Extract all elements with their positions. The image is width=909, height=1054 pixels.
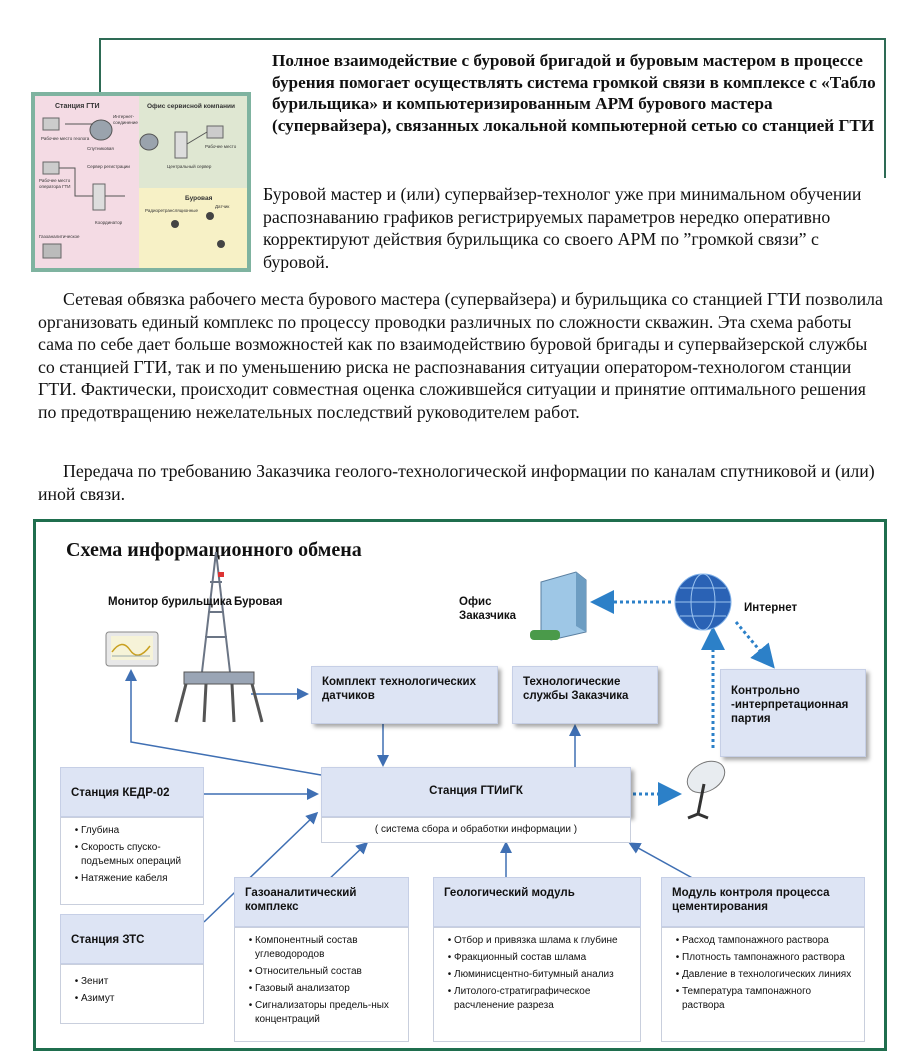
svg-text:Координатор: Координатор (95, 220, 123, 225)
diagram-title: Схема информационного обмена (66, 539, 362, 561)
monitor-icon (105, 631, 159, 667)
internet-label: Интернет (744, 602, 798, 614)
list-item: Люминисцентно-битумный анализ (454, 968, 632, 982)
office-building-icon (530, 571, 587, 641)
gas-complex-items: Компонентный состав углеводородов Относи… (234, 927, 409, 1042)
svg-text:соединение: соединение (113, 120, 138, 125)
zts-parameters: Зенит Азимут (60, 964, 204, 1024)
list-item: Азимут (81, 992, 195, 1006)
monitor-label: Монитор бурильщика (108, 596, 232, 608)
station-gti-subtitle: ( система сбора и обработки информации ) (321, 817, 631, 843)
info-exchange-diagram: Схема информационного обмена (33, 519, 887, 1051)
station-gti-box: Станция ГТИиГК (321, 767, 631, 817)
kedr-parameters: Глубина Скорость спуско-подъемных операц… (60, 817, 204, 905)
list-item: Скорость спуско-подъемных операций (81, 841, 195, 869)
intro-paragraph: Буровой мастер и (или) супервайзер-техно… (263, 184, 862, 272)
kedr-station-box: Станция КЕДР-02 (60, 767, 204, 817)
sensors-kit-box: Комплект технологических датчиков (311, 666, 498, 724)
satellite-dish-icon (686, 760, 726, 820)
svg-text:Спутниковая: Спутниковая (87, 146, 114, 151)
list-item: Давление в технологических линиях (682, 968, 856, 982)
svg-text:оператора ГТИ: оператора ГТИ (39, 184, 71, 189)
paragraph-transfer: Передача по требованию Заказчика геолого… (38, 461, 875, 504)
svg-text:Рабочее место геолога: Рабочее место геолога (41, 136, 90, 141)
thumb-right-title: Офис сервисной компании (147, 102, 235, 110)
cementing-module-items: Расход тампонажного раствора Плотность т… (661, 927, 865, 1042)
svg-text:Сервер регистрации: Сервер регистрации (87, 164, 130, 169)
svg-text:Интернет-: Интернет- (113, 114, 135, 119)
svg-text:Радиоретрансляционные: Радиоретрансляционные (145, 208, 199, 213)
control-party-box: Контрольно -интерпретационная партия (720, 669, 866, 757)
customer-services-box: Технологические службы Заказчика (512, 666, 658, 724)
network-schematic-image: Станция ГТИ Офис сервисной компании Буро… (31, 92, 251, 272)
list-item: Натяжение кабеля (81, 872, 195, 886)
geological-module-box: Геологический модуль (433, 877, 641, 927)
svg-text:Датчик: Датчик (215, 204, 229, 209)
geological-module-items: Отбор и привязка шлама к глубине Фракцио… (433, 927, 641, 1042)
svg-text:Рабочее место: Рабочее место (39, 178, 71, 183)
list-item: Сигнализаторы предель-ных концентраций (255, 999, 400, 1027)
zts-station-box: Станция ЗТС (60, 914, 204, 964)
list-item: Температура тампонажного раствора (682, 985, 856, 1013)
list-item: Плотность тампонажного раствора (682, 951, 856, 965)
drilling-rig-icon (174, 551, 264, 723)
list-item: Компонентный состав углеводородов (255, 934, 400, 962)
list-item: Литолого-стратиграфическое расчленение р… (454, 985, 632, 1013)
diagram-connectors (105, 551, 775, 923)
cementing-module-box: Модуль контроля процесса цементирования (661, 877, 865, 927)
svg-text:Центральный сервер: Центральный сервер (167, 163, 212, 169)
internet-globe-icon (674, 573, 732, 631)
paragraph-network: Сетевая обвязка рабочего места бурового … (38, 289, 883, 422)
list-item: Зенит (81, 975, 195, 989)
callout-text: Полное взаимодействие с буровой бригадой… (272, 51, 876, 135)
list-item: Газовый анализатор (255, 982, 400, 996)
list-item: Расход тампонажного раствора (682, 934, 856, 948)
list-item: Относительный состав (255, 965, 400, 979)
thumb-bottom-title: Буровая (185, 195, 213, 202)
rig-label: Буровая (234, 596, 283, 608)
svg-text:Рабочее место: Рабочее место (205, 144, 237, 149)
thumb-left-title: Станция ГТИ (55, 103, 100, 110)
gas-complex-box: Газоаналитический комплекс (234, 877, 409, 927)
list-item: Отбор и привязка шлама к глубине (454, 934, 632, 948)
office-label: Офис Заказчика (459, 596, 517, 622)
list-item: Фракционный состав шлама (454, 951, 632, 965)
list-item: Глубина (81, 824, 195, 838)
svg-text:Газоаналитическое: Газоаналитическое (39, 234, 80, 239)
